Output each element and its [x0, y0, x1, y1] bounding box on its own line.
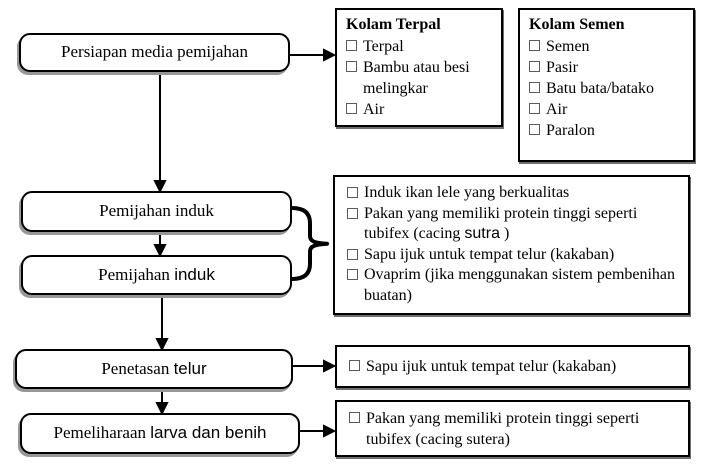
checkbox-icon — [346, 61, 357, 72]
label-part-serif: ) — [499, 225, 510, 242]
checklist-title: Kolam Terpal — [346, 16, 441, 33]
checkbox-icon — [529, 124, 540, 135]
label-part-serif: Pemijahan — [98, 264, 170, 284]
checkbox-icon — [529, 82, 540, 93]
label-part-sans: larva dan benih — [150, 423, 267, 443]
checklist-item: Pakan yang memiliki protein tinggi seper… — [349, 408, 682, 450]
flow-step-persiapan-media: Persiapan media pemijahan — [19, 33, 290, 72]
label-part-serif: Pemeliharaan — [53, 423, 146, 443]
checklist-title: Kolam Semen — [529, 16, 625, 33]
checkbox-icon — [349, 412, 360, 423]
checklist-item-label: Air — [363, 101, 385, 118]
checklist-item-label: Pakan yang memiliki protein tinggi seper… — [366, 410, 640, 448]
checklist-item-label: Sapu ijuk untuk tempat telur (kakaban) — [366, 358, 617, 375]
arrowhead-pemeliharaan-to-supplies — [323, 424, 337, 438]
checklist-item: Terpal — [346, 36, 495, 57]
checklist-item: Pasir — [529, 57, 687, 78]
checklist-item: Ovaprim (jika menggunakan sistem pembeni… — [347, 265, 682, 306]
checkbox-icon — [346, 40, 357, 51]
brace-connector — [290, 206, 329, 281]
checklist-item: Sapu ijuk untuk tempat telur (kakaban) — [349, 356, 682, 377]
label-part-serif: Pakan yang memiliki protein tinggi seper… — [364, 204, 638, 243]
arrowhead-persiapan-to-terpal — [323, 48, 337, 62]
checklist-box-penetasan-supplies: Sapu ijuk untuk tempat telur (kakaban) — [335, 345, 690, 388]
flow-step-label: Persiapan media pemijahan — [61, 42, 248, 62]
checklist-item: Paralon — [529, 120, 687, 141]
checklist-item: Batu bata/batako — [529, 78, 687, 99]
checklist-item: Air — [529, 99, 687, 120]
checklist-box-kolam-semen: Kolam Semen Semen Pasir Batu bata/batako… — [518, 8, 695, 162]
arrowhead-penetasan-to-supplies — [323, 359, 337, 373]
arrowhead-pemijahan1-to-pemijahan2 — [153, 244, 167, 258]
checklist-item: Pakan yang memiliki protein tinggi seper… — [347, 204, 682, 245]
checklist-box-pemeliharaan-supplies: Pakan yang memiliki protein tinggi seper… — [335, 400, 690, 457]
arrowhead-penetasan-to-pemeliharaan — [155, 402, 169, 416]
checkbox-icon — [346, 103, 357, 114]
checklist-item-label: Pasir — [546, 59, 578, 76]
checklist-item-label: Ovaprim (jika menggunakan sistem pembeni… — [364, 266, 676, 304]
checkbox-icon — [529, 61, 540, 72]
checklist-item: Induk ikan lele yang berkualitas — [347, 183, 682, 204]
checklist-item-label: Semen — [546, 38, 590, 55]
checklist-item: Semen — [529, 36, 687, 57]
flow-step-pemijahan-induk-1: Pemijahan induk — [21, 191, 292, 232]
checkbox-icon — [347, 207, 358, 219]
checkbox-icon — [529, 103, 540, 114]
checkbox-icon — [349, 360, 360, 371]
label-part-sans: telur — [173, 358, 207, 378]
checklist-box-kolam-terpal: Kolam Terpal Terpal Bambu atau besi meli… — [335, 8, 503, 127]
flow-step-label: Penetasan telur — [101, 358, 207, 379]
checklist-box-pemijahan-supplies: Induk ikan lele yang berkualitas Pakan y… — [333, 175, 690, 315]
arrowhead-pemijahan2-to-penetasan — [155, 338, 169, 352]
flow-step-penetasan-telur: Penetasan telur — [15, 349, 293, 389]
checklist-item-label: Pakan yang memiliki protein tinggi seper… — [364, 204, 682, 245]
arrowhead-persiapan-to-pemijahan — [153, 180, 167, 194]
flow-step-pemeliharaan-larva: Pemeliharaan larva dan benih — [20, 413, 300, 454]
flow-step-pemijahan-induk-2: Pemijahan induk — [21, 255, 292, 295]
checklist-item-label: Paralon — [546, 122, 595, 139]
label-part-sans: induk — [174, 264, 215, 284]
checklist-item-label: Sapu ijuk untuk tempat telur (kakaban) — [364, 245, 615, 263]
checklist-item-label: Batu bata/batako — [546, 80, 654, 97]
checklist-item: Sapu ijuk untuk tempat telur (kakaban) — [347, 245, 682, 266]
checklist-item: Bambu atau besi melingkar — [346, 57, 495, 99]
checklist-item-label: Terpal — [363, 38, 404, 55]
checklist-item-label: Induk ikan lele yang berkualitas — [364, 184, 570, 201]
label-part-sans: sutra — [464, 225, 500, 242]
checkbox-icon — [529, 40, 540, 51]
checkbox-icon — [347, 248, 358, 260]
checkbox-icon — [347, 269, 358, 280]
label-part-serif: Penetasan — [101, 358, 170, 378]
flow-step-label: Pemeliharaan larva dan benih — [53, 423, 267, 443]
checkbox-icon — [347, 187, 358, 198]
checklist-item-label: Bambu atau besi melingkar — [363, 59, 470, 97]
flow-step-label: Pemijahan induk — [99, 201, 214, 221]
checklist-item-label: Air — [546, 101, 568, 118]
checklist-item: Air — [346, 99, 495, 120]
flow-step-label: Pemijahan induk — [98, 264, 215, 285]
